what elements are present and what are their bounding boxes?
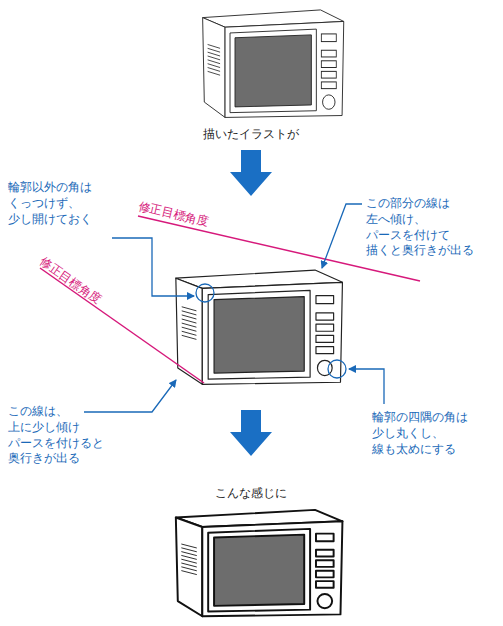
angle-label: 修正目標角度: [36, 254, 104, 308]
highlight-circle: [196, 284, 214, 302]
leader-line: [84, 380, 176, 412]
microwave-annotated: [176, 270, 343, 384]
step-caption: こんな感じに: [215, 486, 287, 502]
leader-line: [322, 204, 362, 268]
step-caption: 描いたイラストが: [203, 127, 299, 143]
down-arrow: [230, 150, 272, 196]
callout-note: 輪郭の四隅の角は 少し丸くし、 線も太めにする: [372, 410, 468, 457]
down-arrow: [230, 410, 272, 456]
leader-line: [349, 369, 384, 404]
callout-note: この部分の線は 左へ傾け、 パースを付けて 描くと奥行きが出る: [366, 196, 474, 259]
leader-line: [112, 238, 194, 296]
angle-label: 修正目標角度: [136, 199, 210, 231]
callout-note: この線は、 上に少し傾け パースを付けると 奥行きが出る: [8, 404, 104, 467]
microwave-finished: [176, 510, 343, 616]
highlight-circle: [328, 360, 346, 378]
callout-note: 輪郭以外の角は くっつけず、 少し開けておく: [8, 180, 92, 227]
microwave-original: [203, 10, 344, 118]
